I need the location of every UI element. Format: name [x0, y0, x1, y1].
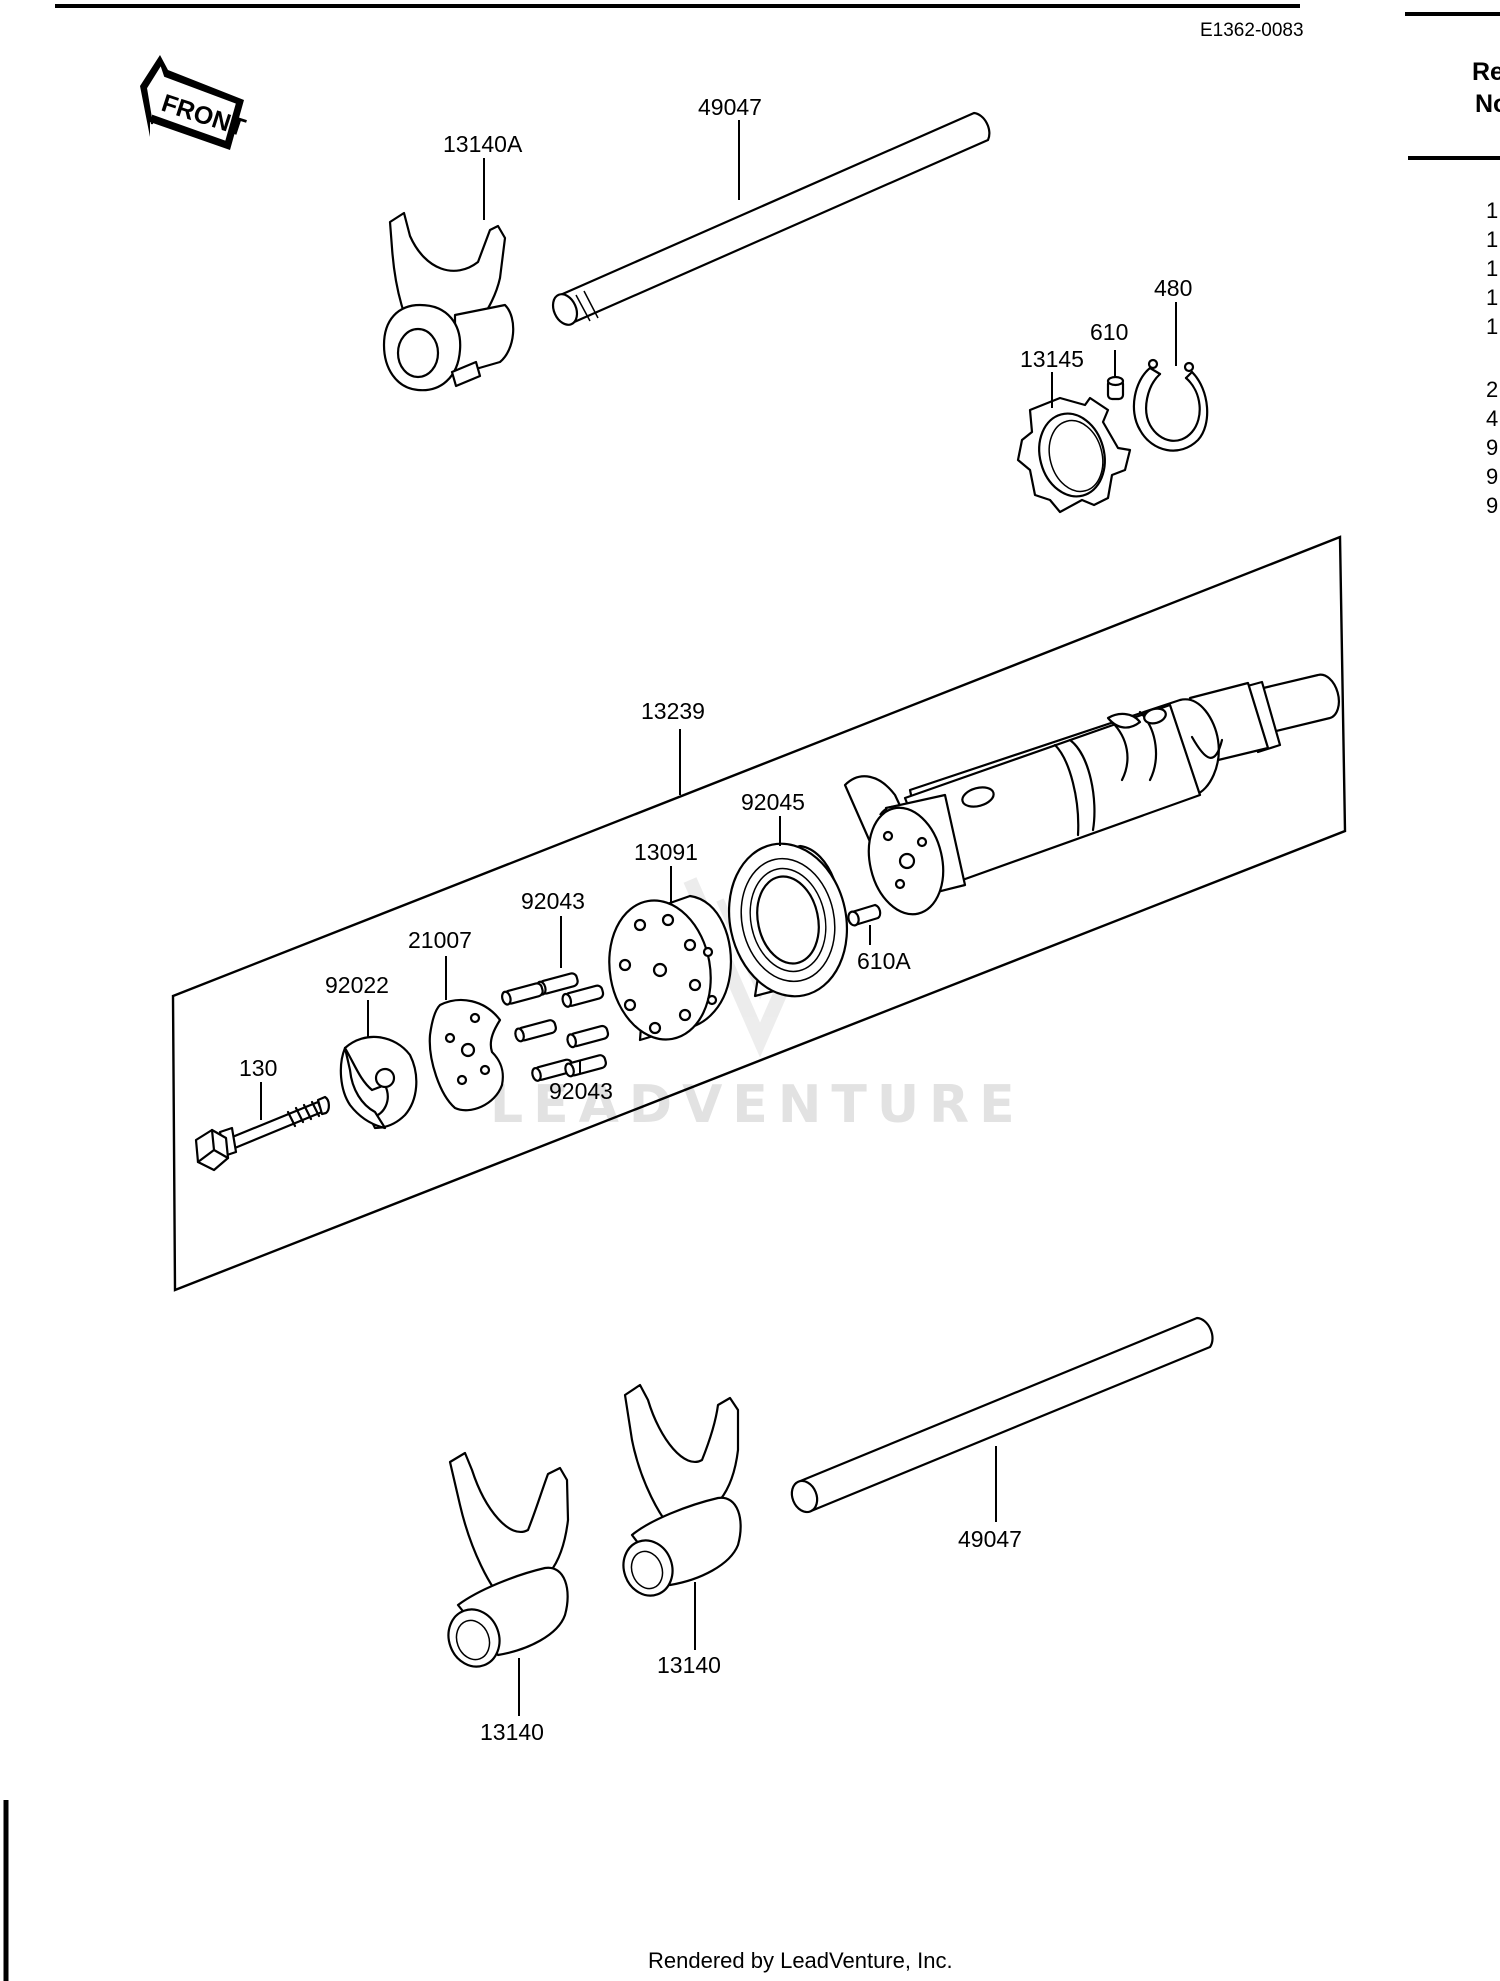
callout-92022: 92022 [325, 972, 389, 998]
side-ref-item: 1 [1486, 198, 1498, 223]
side-ref-item: 9 [1486, 435, 1498, 460]
side-header-no: No [1475, 90, 1500, 118]
shift-fork-13140a [382, 211, 515, 392]
callout-92043-lower: 92043 [549, 1078, 613, 1104]
callout-13091: 13091 [634, 839, 698, 865]
diagram-code: E1362-0083 [1200, 20, 1304, 41]
callout-480: 480 [1154, 275, 1192, 301]
pin-610a [847, 903, 882, 927]
callout-92043-upper: 92043 [521, 888, 585, 914]
callout-130: 130 [239, 1055, 277, 1081]
pin-holder-13091 [608, 894, 732, 1042]
callout-21007: 21007 [408, 927, 472, 953]
shift-fork-13140-left [447, 1451, 570, 1668]
callout-13140a: 13140A [443, 131, 523, 157]
bolt-130 [194, 1095, 330, 1172]
callout-610: 610 [1090, 319, 1128, 345]
side-ref-item: 9 [1486, 464, 1498, 489]
shift-drum-pins [501, 972, 610, 1082]
front-arrow-icon: FRONT [140, 55, 249, 150]
side-ref-column: 1 1 1 1 1 2 4 9 9 9 [1486, 198, 1498, 518]
side-ref-item: 9 [1486, 493, 1498, 518]
shift-fork-13140-mid [622, 1383, 742, 1597]
side-ref-item: 2 [1486, 377, 1498, 402]
bearing-92045 [727, 842, 849, 998]
drum-assembly-frame [171, 535, 1347, 1292]
side-ref-item: 1 [1486, 285, 1498, 310]
callout-610a: 610A [857, 948, 911, 974]
pin-610 [1106, 375, 1125, 401]
callout-49047-bottom: 49047 [958, 1526, 1022, 1552]
callout-13140-mid: 13140 [657, 1652, 721, 1678]
stopper-92022 [339, 1035, 418, 1130]
side-ref-item: 1 [1486, 314, 1498, 339]
side-header-ref: Re [1472, 58, 1500, 86]
callout-49047-top: 49047 [698, 94, 762, 120]
circlip-480 [1132, 358, 1209, 452]
pin-plate-21007 [428, 998, 504, 1112]
callout-13140-left: 13140 [480, 1719, 544, 1745]
shift-shaft-lower [790, 1316, 1214, 1514]
footer-credit: Rendered by LeadVenture, Inc. [648, 1948, 953, 1973]
shift-drum [843, 673, 1340, 916]
side-ref-item: 1 [1486, 256, 1498, 281]
side-ref-item: 4 [1486, 406, 1498, 431]
callout-13239: 13239 [641, 698, 705, 724]
side-ref-item: 1 [1486, 227, 1498, 252]
callout-92045: 92045 [741, 789, 805, 815]
callout-13145: 13145 [1020, 346, 1084, 372]
watermark: LEADVENTURE [490, 1075, 1025, 1135]
shift-shaft-upper [551, 111, 991, 326]
shift-drum-plate-13145 [1016, 396, 1132, 514]
